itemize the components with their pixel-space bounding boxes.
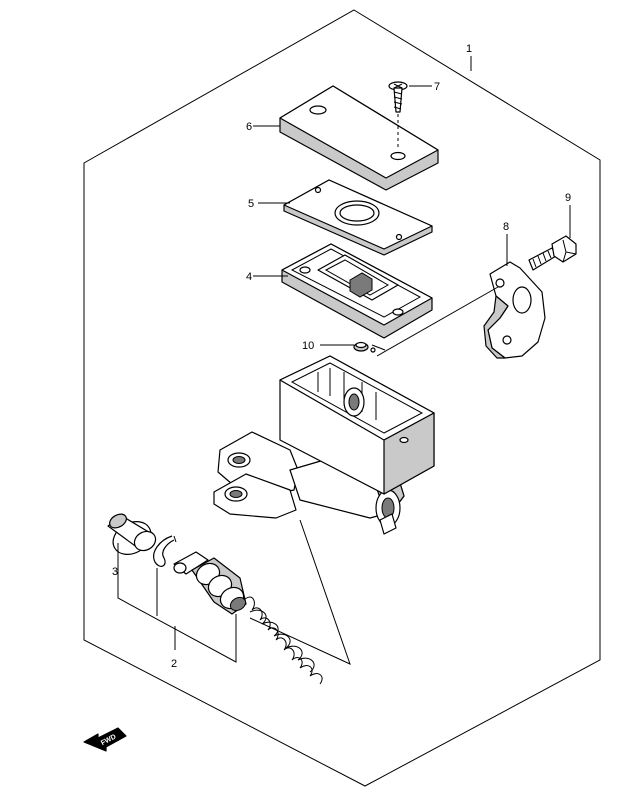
circlip bbox=[153, 535, 177, 567]
callout-7: 7 bbox=[434, 81, 440, 93]
callout-4: 4 bbox=[246, 271, 252, 283]
alignment-line bbox=[376, 286, 499, 357]
leader-lines bbox=[117, 56, 571, 663]
callout-5: 5 bbox=[248, 198, 254, 210]
dust-boot bbox=[107, 513, 157, 555]
reservoir-cap bbox=[279, 85, 439, 191]
alignment-line bbox=[249, 519, 351, 665]
callout-6: 6 bbox=[246, 121, 252, 133]
plug-washer bbox=[353, 341, 376, 353]
piston-spring-assembly bbox=[173, 551, 323, 685]
callout-8: 8 bbox=[503, 221, 509, 233]
handlebar-clamp bbox=[483, 261, 546, 359]
alignment-line bbox=[371, 344, 386, 351]
callout-10: 10 bbox=[302, 340, 314, 352]
diaphragm bbox=[281, 243, 433, 339]
callout-2: 2 bbox=[171, 658, 177, 670]
cap-screw bbox=[388, 81, 408, 150]
master-cylinder-body bbox=[213, 355, 435, 535]
front-direction-arrow: FWD bbox=[83, 727, 127, 752]
assembly-outline bbox=[83, 9, 601, 787]
callout-1: 1 bbox=[466, 43, 472, 55]
callout-3: 3 bbox=[112, 566, 118, 578]
clamp-bolt bbox=[528, 235, 577, 271]
diaphragm-plate bbox=[283, 179, 433, 256]
callout-9: 9 bbox=[565, 192, 571, 204]
